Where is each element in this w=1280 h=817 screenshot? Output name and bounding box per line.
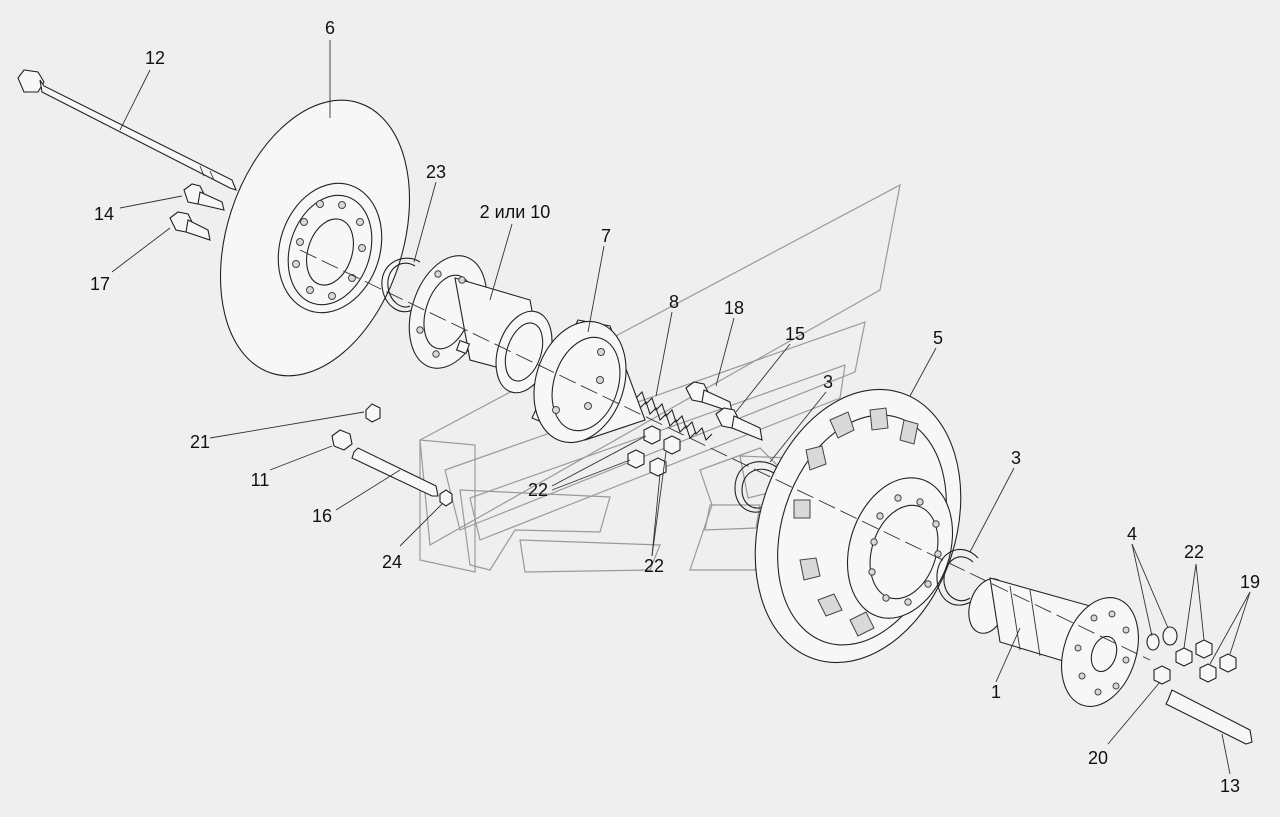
callout-24: 24 — [382, 552, 402, 572]
callout-19: 19 — [1240, 572, 1260, 592]
callout-15: 15 — [785, 324, 805, 344]
part-23-snap-ring — [381, 257, 421, 313]
part-3-snap-ring-lower — [936, 548, 979, 606]
part-19-nuts — [1199, 653, 1237, 683]
callout-18: 18 — [724, 298, 744, 318]
part-14-bolt — [183, 183, 225, 211]
part-8-spring — [635, 390, 713, 442]
callout-16: 16 — [312, 506, 332, 526]
callout-3-upper: 3 — [823, 372, 833, 392]
part-7-ring — [531, 319, 646, 444]
callout-20: 20 — [1088, 748, 1108, 768]
watermark-logo — [419, 183, 901, 573]
part-12-long-bolt — [17, 69, 237, 191]
callout-11: 11 — [251, 470, 270, 490]
part-13-pin — [1165, 689, 1253, 745]
part-17-bolt — [169, 211, 211, 241]
part-11-fitting — [331, 429, 353, 451]
callout-13: 13 — [1220, 776, 1240, 796]
part-20-castle-nut — [1153, 665, 1171, 685]
callout-17: 17 — [90, 274, 110, 294]
part-24-grease-nipple — [439, 489, 453, 507]
part-1-shaft-flange — [968, 577, 1139, 707]
part-2-flanged-hub — [408, 255, 553, 394]
callout-22-right: 22 — [1184, 542, 1204, 562]
part-15-bolt — [715, 407, 763, 441]
center-axis — [299, 249, 1151, 661]
callout-6: 6 — [325, 18, 335, 38]
leader-lines — [111, 40, 1251, 775]
callout-7: 7 — [601, 226, 611, 246]
callout-22-lower: 22 — [644, 556, 664, 576]
part-3-snap-ring-upper — [734, 461, 781, 513]
callout-2-or-10: 2 или 10 — [480, 202, 551, 222]
callout-23: 23 — [426, 162, 446, 182]
part-4-washers — [1146, 626, 1178, 651]
callout-4: 4 — [1127, 524, 1137, 544]
callout-12: 12 — [145, 48, 165, 68]
callout-1: 1 — [991, 682, 1001, 702]
part-22-nuts-left — [627, 425, 681, 477]
part-6-disc — [219, 99, 411, 377]
part-22-nuts-right — [1175, 639, 1213, 667]
part-16-rod — [351, 447, 439, 497]
part-5-brake-disc — [754, 388, 962, 664]
callout-3-lower: 3 — [1011, 448, 1021, 468]
callout-14: 14 — [94, 204, 114, 224]
part-21-fitting — [365, 403, 381, 423]
callout-8: 8 — [669, 292, 679, 312]
callout-5: 5 — [933, 328, 943, 348]
part-18-bolt — [685, 381, 733, 413]
callout-labels: 6 12 14 17 23 2 или 10 7 8 18 15 3 5 3 2… — [90, 18, 1260, 796]
callout-22-center: 22 — [528, 480, 548, 500]
callout-21: 21 — [190, 432, 210, 452]
